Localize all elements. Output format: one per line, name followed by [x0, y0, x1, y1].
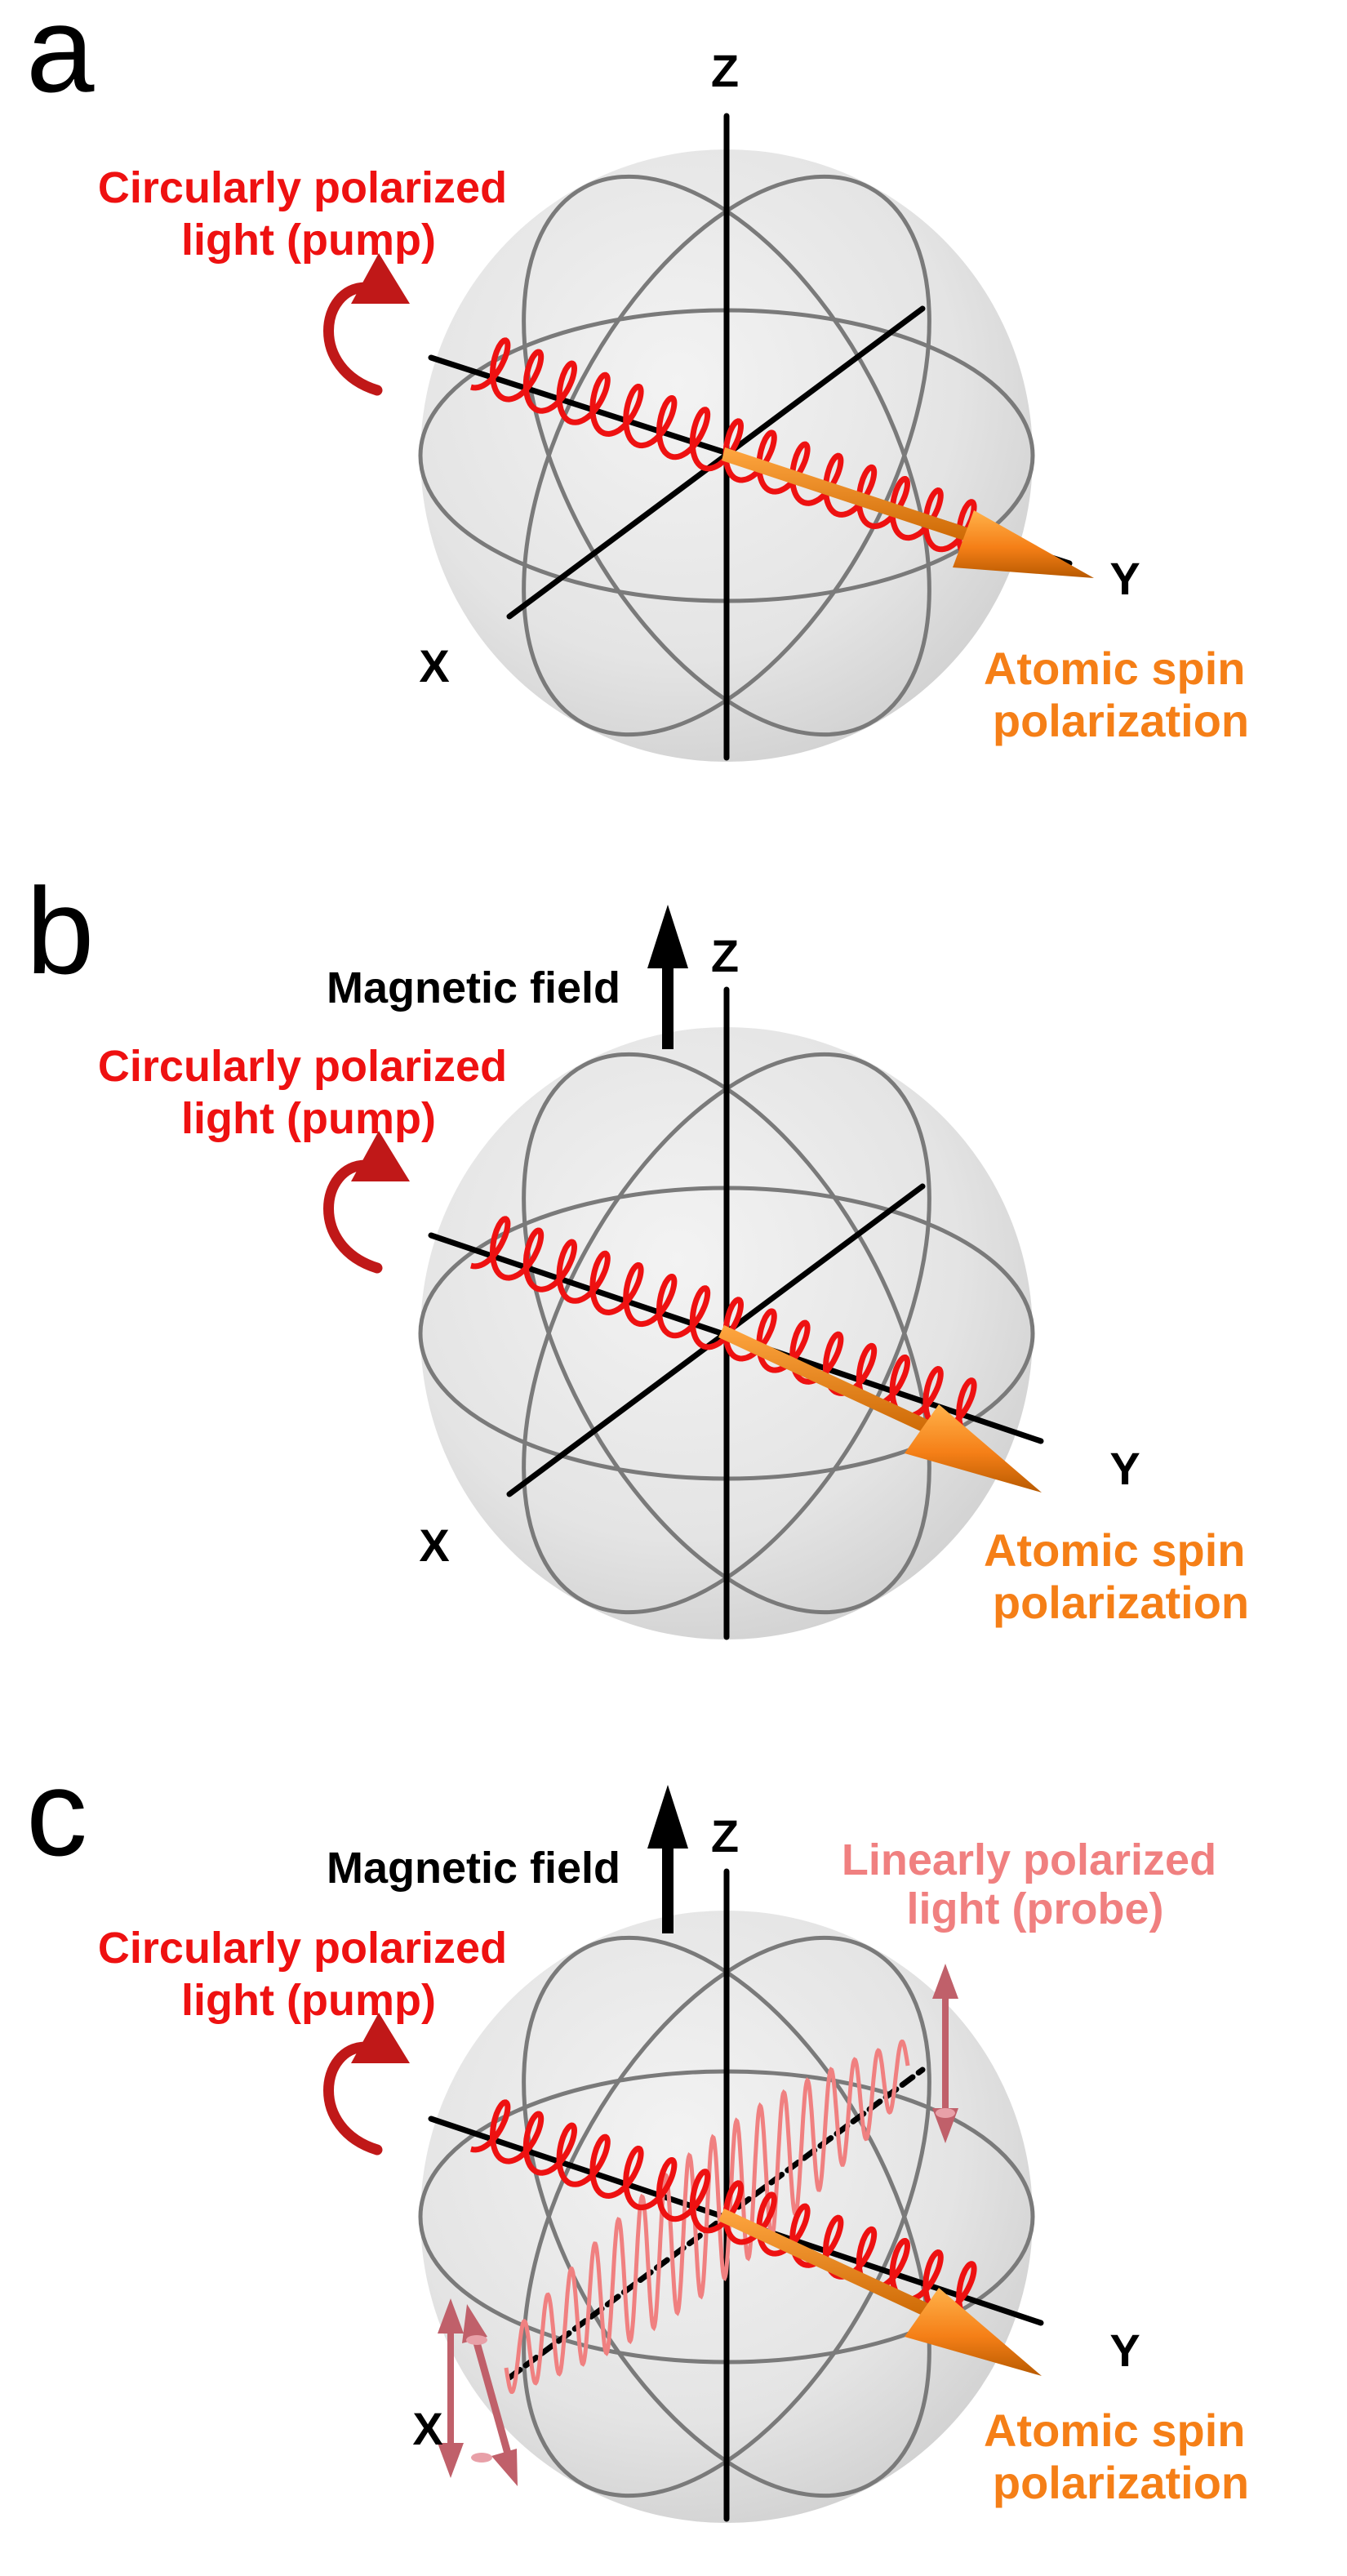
probe-wave-path: [504, 2039, 910, 2395]
pump-helix-path: [470, 1216, 977, 1442]
field-arrow-head: [647, 1785, 688, 1849]
probe-wave: [504, 2039, 910, 2395]
probe-label-line1: Linearly polarized: [842, 1835, 1216, 1884]
panel-a: a Circularly polarized: [26, 0, 1258, 762]
z-axis-label: Z: [711, 45, 739, 96]
cone-arrow-icon: [905, 1404, 1042, 1493]
meridian-ring: [522, 174, 931, 737]
field-arrow-shaft: [662, 1844, 674, 1933]
spin-label: Atomic spin polarization: [984, 2405, 1258, 2508]
spin-arrow: [722, 447, 1094, 578]
pump-label-line2: light (pump): [181, 216, 436, 265]
cone-arrow-icon: [905, 2288, 1042, 2376]
z-axis-label: Z: [711, 1810, 739, 1862]
meridian-ring: [522, 1052, 931, 1615]
up-arrow-icon: [647, 1785, 688, 1933]
meridian-ring: [522, 174, 931, 737]
z-axis-label: Z: [711, 930, 739, 981]
meridian-ring: [522, 1935, 931, 2498]
panel-letter: a: [26, 0, 95, 118]
pump-label-line1: Circularly polarized: [98, 1042, 507, 1091]
x-axis-label: X: [419, 1519, 449, 1571]
circular-arrow-icon: [323, 1131, 410, 1274]
double-arrow-icon: [438, 2298, 518, 2486]
x-axis: [506, 1183, 926, 1497]
spin-label: Atomic spin polarization: [984, 643, 1258, 746]
probe-label: Linearly polarized light (probe): [842, 1835, 1229, 1933]
double-arrow-icon: [932, 1964, 958, 2143]
x-axis-label: X: [419, 640, 449, 692]
meridian-ring: [522, 1052, 931, 1615]
pump-label-line2: light (pump): [181, 1976, 436, 2025]
pump-label: Circularly polarized light (pump): [98, 163, 519, 265]
x-axis: [506, 305, 926, 620]
circular-arrow-icon: [323, 2013, 410, 2156]
pump-label-line1: Circularly polarized: [98, 163, 507, 212]
meridian-ring: [522, 1935, 931, 2498]
spin-label-line1: Atomic spin: [984, 1524, 1245, 1576]
pump-helix: [470, 337, 977, 563]
pump-helix: [470, 2099, 977, 2325]
y-axis-label: Y: [1109, 553, 1140, 604]
spin-label-line1: Atomic spin: [984, 643, 1245, 694]
y-axis-label: Y: [1109, 2325, 1140, 2376]
panel-b: b Magnetic: [26, 862, 1258, 1640]
pump-helix-path: [470, 337, 977, 563]
spin-label-line2: polarization: [993, 1577, 1249, 1628]
panel-letter: c: [26, 1744, 87, 1881]
probe-label-line2: light (probe): [907, 1884, 1164, 1933]
field-arrow-shaft: [662, 963, 674, 1049]
spin-arrow-shaft: [718, 2209, 951, 2326]
cone-arrow-icon: [953, 510, 1094, 578]
pump-label: Circularly polarized light (pump): [98, 1924, 519, 2025]
field-label: Magnetic field: [327, 1844, 620, 1893]
spin-label: Atomic spin polarization: [984, 1524, 1258, 1628]
up-arrow-icon: [647, 905, 688, 1049]
field-arrow-head: [647, 905, 688, 968]
spin-label-line2: polarization: [993, 2457, 1249, 2508]
spin-label-line2: polarization: [993, 695, 1249, 746]
panel-c: c: [26, 1744, 1258, 2523]
pump-label-line2: light (pump): [181, 1094, 436, 1143]
x-axis-label: X: [412, 2403, 442, 2454]
spin-label-line1: Atomic spin: [984, 2405, 1245, 2456]
pump-helix-path: [470, 2099, 977, 2325]
pump-label: Circularly polarized light (pump): [98, 1042, 519, 1143]
spin-arrow-shaft: [718, 1325, 951, 1443]
panel-letter: b: [26, 862, 94, 999]
pump-label-line1: Circularly polarized: [98, 1924, 507, 1973]
spin-arrow: [718, 1325, 1042, 1493]
field-label: Magnetic field: [327, 963, 620, 1012]
spin-arrow-shaft: [722, 447, 992, 549]
circular-arrow-icon: [323, 253, 410, 396]
y-axis-label: Y: [1109, 1443, 1140, 1494]
pump-helix: [470, 1216, 977, 1442]
spin-arrow: [718, 2209, 1042, 2376]
